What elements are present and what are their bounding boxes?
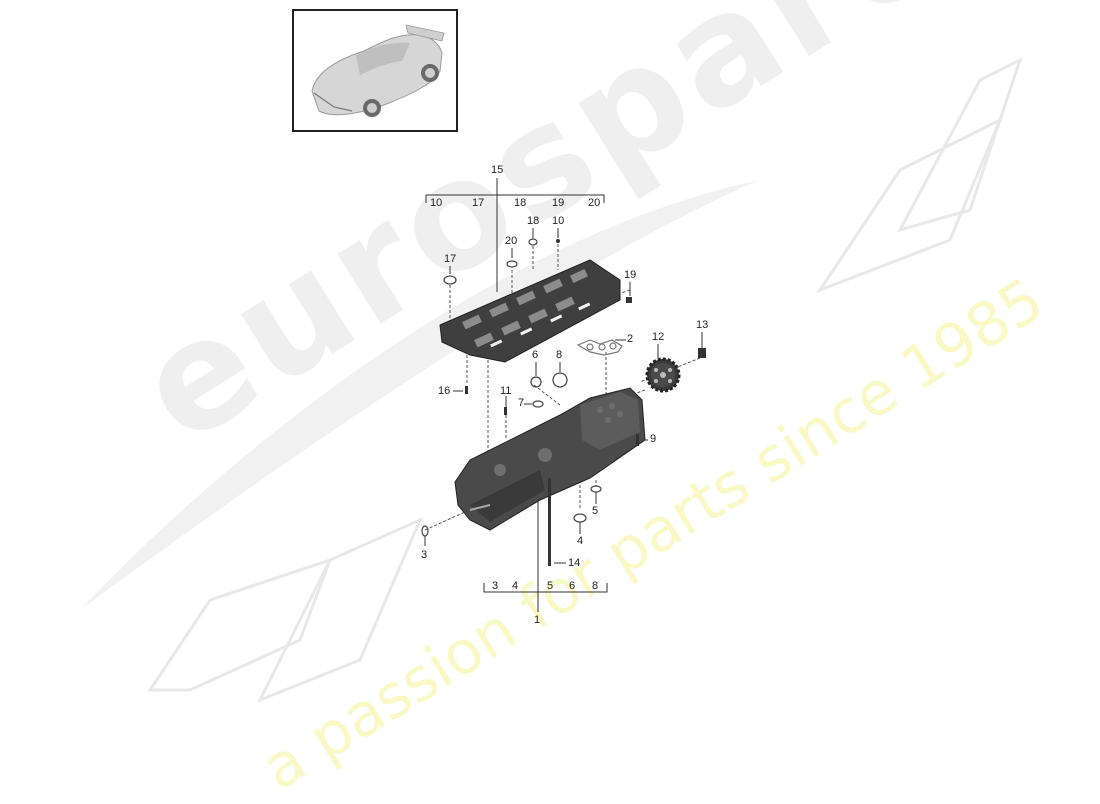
callout-11[interactable]: 11 bbox=[500, 385, 512, 397]
car-thumbnail[interactable] bbox=[292, 9, 458, 132]
callout-2[interactable]: 2 bbox=[627, 333, 634, 345]
callout-8[interactable]: 8 bbox=[556, 349, 563, 361]
callout-17[interactable]: 17 bbox=[444, 253, 457, 265]
callout-14[interactable]: 14 bbox=[568, 557, 581, 569]
oil-pump-part bbox=[454, 387, 646, 531]
callout-group-top-10[interactable]: 10 bbox=[430, 197, 443, 209]
sprocket-part bbox=[645, 357, 681, 393]
callout-group-bottom-5[interactable]: 5 bbox=[547, 580, 554, 592]
callout-7[interactable]: 7 bbox=[518, 397, 525, 409]
small-parts bbox=[421, 238, 602, 537]
oil-baffle-part bbox=[439, 259, 621, 363]
callout-5[interactable]: 5 bbox=[592, 505, 599, 517]
callout-group-bottom-6[interactable]: 6 bbox=[569, 580, 576, 592]
callout-9[interactable]: 9 bbox=[650, 433, 657, 445]
callout-13[interactable]: 13 bbox=[696, 319, 709, 331]
callout-15[interactable]: 15 bbox=[491, 164, 504, 176]
callout-group-top-20[interactable]: 20 bbox=[588, 197, 601, 209]
callout-19[interactable]: 19 bbox=[624, 269, 637, 281]
callout-group-top-17[interactable]: 17 bbox=[472, 197, 485, 209]
callout-1[interactable]: 1 bbox=[534, 614, 541, 626]
callout-20[interactable]: 20 bbox=[505, 235, 518, 247]
callout-18[interactable]: 18 bbox=[527, 215, 540, 227]
callout-16[interactable]: 16 bbox=[438, 385, 451, 397]
callout-group-bottom-4[interactable]: 4 bbox=[512, 580, 519, 592]
gasket-part bbox=[576, 339, 623, 356]
callout-12[interactable]: 12 bbox=[652, 331, 665, 343]
callout-3[interactable]: 3 bbox=[421, 549, 428, 561]
callout-group-bottom-3[interactable]: 3 bbox=[492, 580, 499, 592]
callout-group-top-19[interactable]: 19 bbox=[552, 197, 565, 209]
callout-group-top-18[interactable]: 18 bbox=[514, 197, 527, 209]
callout-10[interactable]: 10 bbox=[552, 215, 565, 227]
callout-6[interactable]: 6 bbox=[532, 349, 539, 361]
car-icon bbox=[311, 24, 445, 117]
callout-4[interactable]: 4 bbox=[577, 535, 584, 547]
callout-group-bottom-8[interactable]: 8 bbox=[592, 580, 599, 592]
